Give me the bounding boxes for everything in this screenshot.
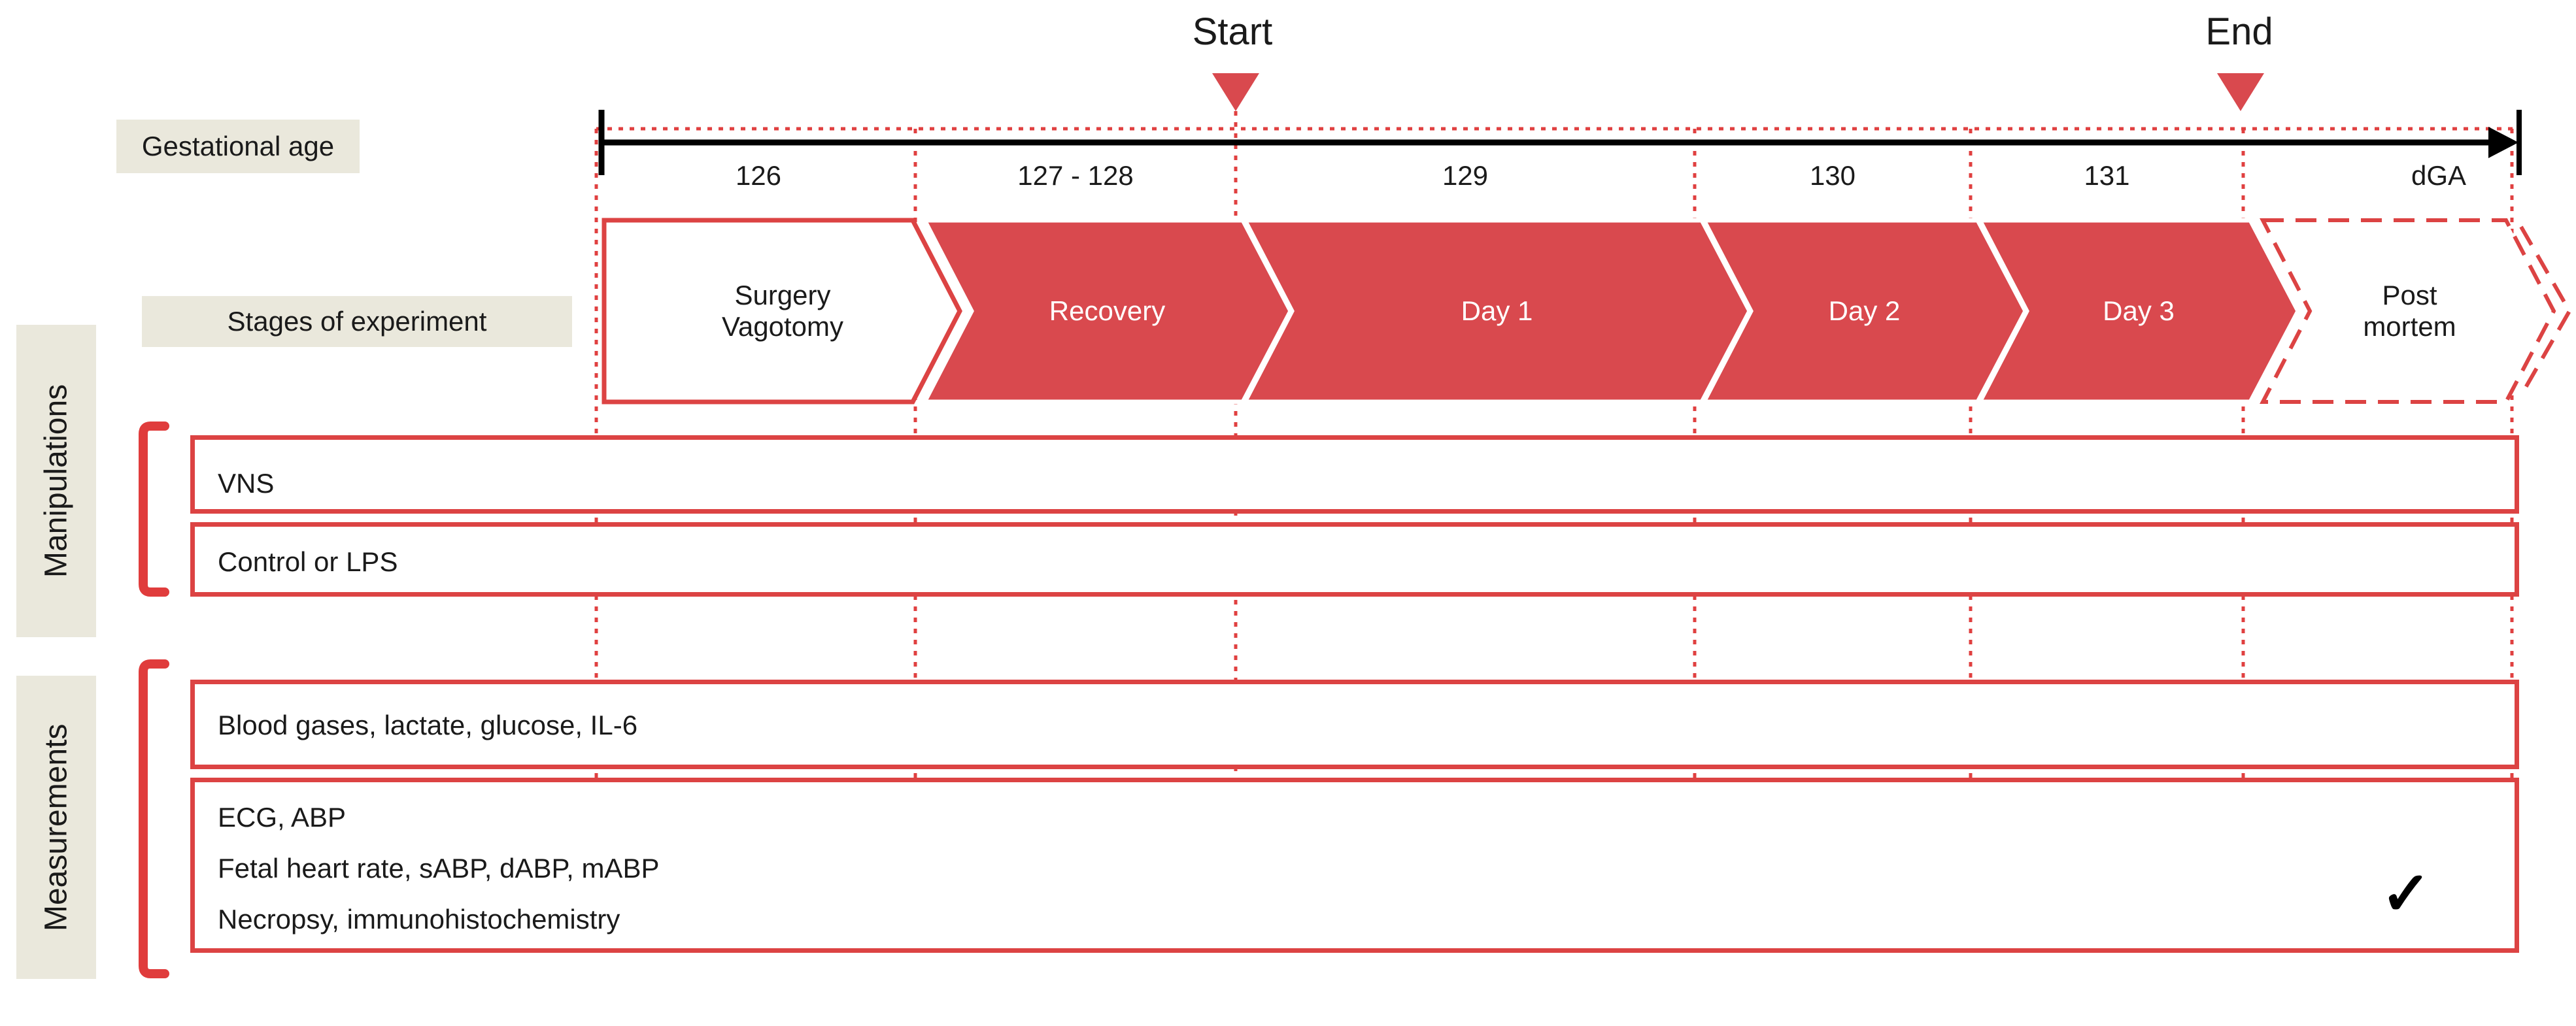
stage-label-day3: Day 3 — [2103, 295, 2175, 326]
blood-gases-row-label: Blood gases, lactate, glucose, IL-6 — [218, 710, 638, 740]
start-marker-triangle — [1212, 73, 1259, 111]
tick-131: 131 — [2084, 160, 2130, 191]
tick-129: 129 — [1442, 160, 1489, 191]
tick-130: 130 — [1809, 160, 1856, 191]
manipulations-bracket — [139, 422, 169, 597]
checkmark-icon: ✓ — [2381, 860, 2432, 927]
stage-label-day2: Day 2 — [1828, 295, 1901, 326]
end-marker-triangle — [2217, 73, 2264, 111]
manipulations-section-label: Manipulations — [16, 325, 96, 637]
ecg-row-label: ECG, ABP Fetal heart rate, sABP, dABP, m… — [218, 802, 660, 935]
stage-chevron-postmortem — [2260, 218, 2556, 404]
tick-126: 126 — [735, 160, 782, 191]
measurements-bracket — [139, 659, 169, 978]
axis-unit-dga: dGA — [2411, 160, 2467, 191]
gestational-age-axis — [598, 110, 2522, 175]
vns-row-label: VNS — [218, 468, 275, 499]
tick-127-128: 127 - 128 — [1017, 160, 1134, 191]
stage-label-recovery: Recovery — [1049, 295, 1166, 326]
gestational-age-label: Gestational age — [116, 120, 360, 173]
start-label: Start — [1192, 10, 1273, 53]
stage-chevron-day3 — [1976, 218, 2301, 405]
blood-gases-row-box — [190, 680, 2519, 769]
end-label: End — [2205, 10, 2273, 53]
stage-chevrons — [602, 218, 2572, 405]
measurements-section-label: Measurements — [16, 676, 96, 979]
stage-label-postmortem: Post mortem — [2363, 280, 2456, 342]
ecg-row-box — [190, 778, 2519, 953]
control-lps-row-box — [190, 522, 2519, 597]
stage-chevron-surgery — [602, 218, 962, 405]
stages-of-experiment-label: Stages of experiment — [142, 296, 572, 347]
stage-label-day1: Day 1 — [1461, 295, 1533, 326]
vns-row-box — [190, 435, 2519, 514]
stage-label-surgery: Surgery Vagotomy — [722, 280, 843, 342]
control-lps-row-label: Control or LPS — [218, 546, 398, 577]
